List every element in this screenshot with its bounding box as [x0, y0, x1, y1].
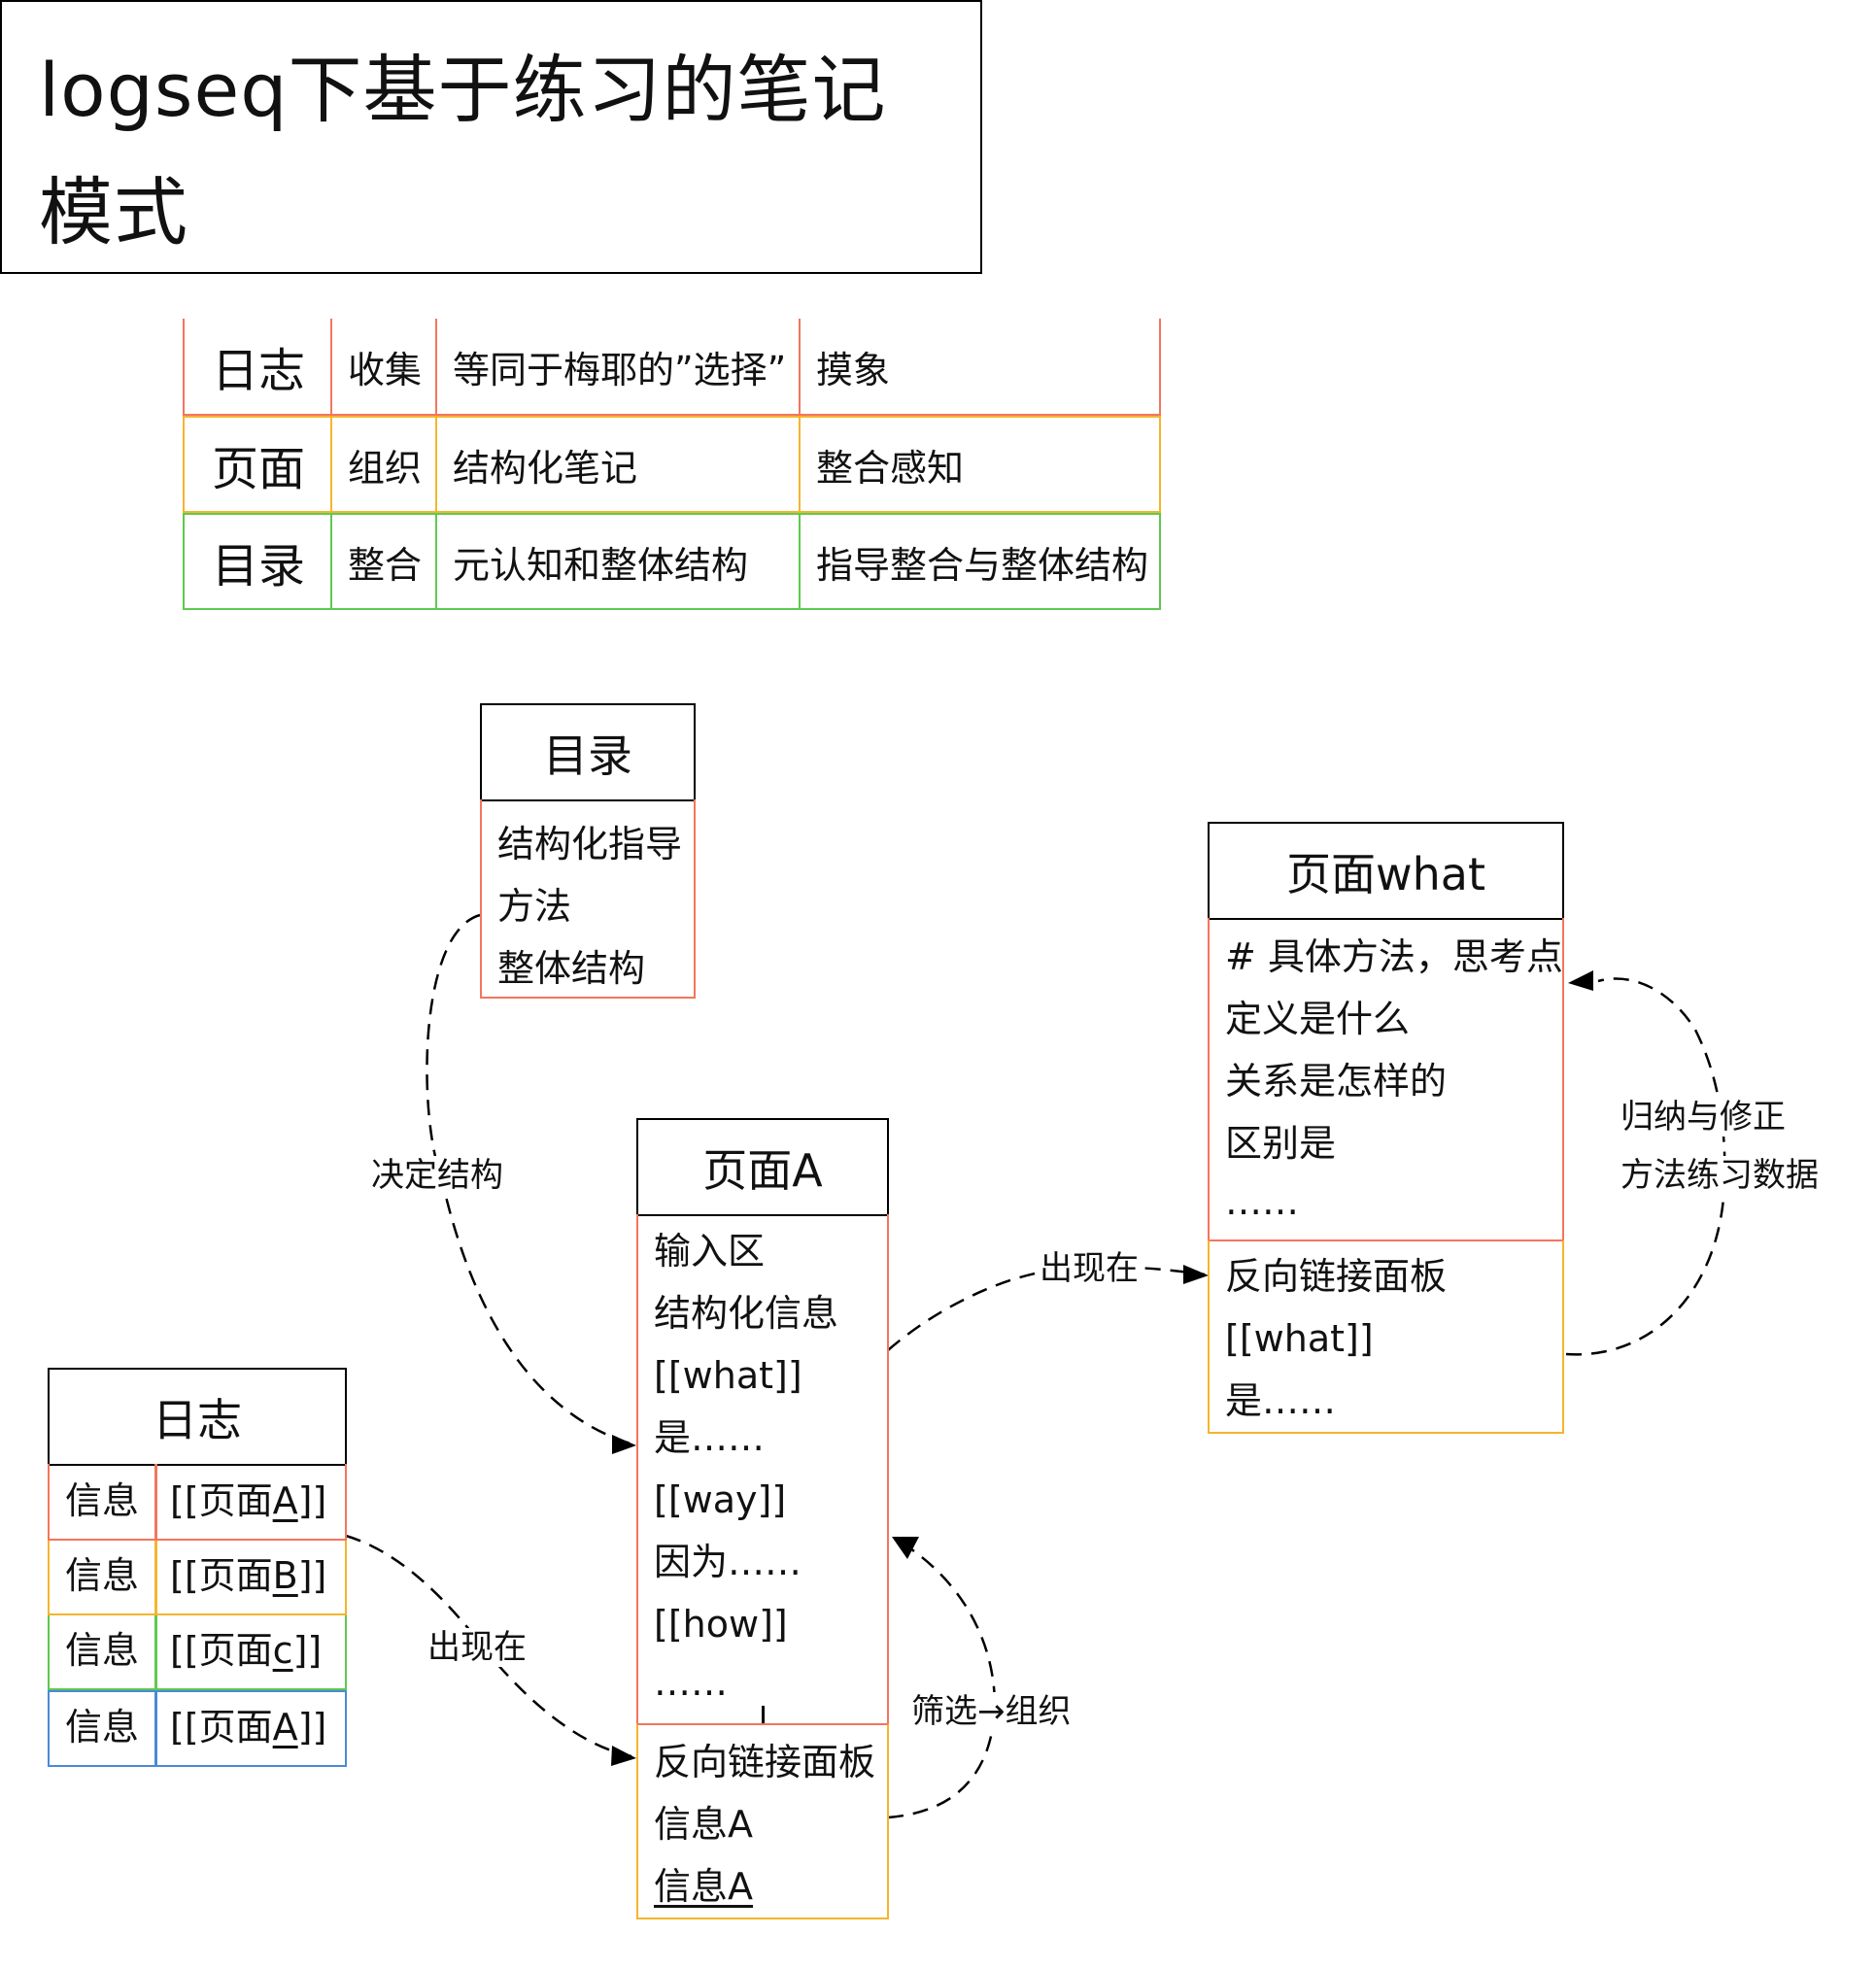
page-link[interactable]: A — [272, 1479, 298, 1522]
page-title: logseq下基于练习的笔记模式 — [39, 47, 887, 255]
summary-cell-name: 目录 — [185, 515, 332, 608]
divider — [154, 1464, 157, 1539]
what-backlinks: 反向链接面板 [[what]] 是…… — [1208, 1239, 1564, 1434]
page-link[interactable]: c — [272, 1629, 293, 1672]
link-suffix: ]] — [297, 1554, 327, 1597]
divider — [154, 1615, 157, 1688]
tick-mark — [762, 1706, 765, 1725]
toc-body: 结构化指导 方法 整体结构 — [480, 799, 696, 999]
summary-row-page: 页面 组织 结构化笔记 整合感知 — [183, 416, 1161, 513]
journal-row-key: 信息 — [65, 1479, 140, 1522]
journal-header: 日志 — [48, 1368, 347, 1466]
what-backlink-item: [[what]] — [1225, 1317, 1374, 1360]
link-suffix: ]] — [297, 1479, 327, 1522]
what-body: # 具体方法，思考点 定义是什么 关系是怎样的 区别是 …… — [1208, 918, 1564, 1241]
link-prefix: [[页面 — [170, 1554, 273, 1597]
summary-cell-name: 页面 — [185, 418, 332, 511]
divider — [154, 1541, 157, 1613]
summary-cell-name: 日志 — [185, 319, 332, 414]
page-a-backlinks: 反向链接面板 信息A 信息A — [636, 1723, 889, 1919]
page-a-backlink-title: 反向链接面板 — [654, 1741, 876, 1783]
journal-row: 信息 [[页面c]] — [48, 1615, 347, 1690]
page-a-line: 输入区 — [654, 1230, 766, 1273]
divider — [154, 1692, 157, 1765]
summary-cell-stage: 整合 — [332, 515, 437, 608]
page-link[interactable]: B — [272, 1554, 298, 1597]
summary-cell-role: 指导整合与整体结构 — [816, 543, 1149, 587]
what-line: 区别是 — [1225, 1122, 1337, 1165]
link-suffix: ]] — [297, 1706, 327, 1748]
toc-header: 目录 — [480, 703, 696, 801]
summary-row-toc: 目录 整合 元认知和整体结构 指导整合与整体结构 — [183, 513, 1161, 610]
what-backlink-title: 反向链接面板 — [1225, 1255, 1448, 1298]
journal-row: 信息 [[页面A]] — [48, 1690, 347, 1767]
page-a-backlink-item[interactable]: 信息A — [654, 1865, 753, 1908]
journal-row: 信息 [[页面A]] — [48, 1464, 347, 1541]
page-a-backlink-item: 信息A — [654, 1803, 753, 1846]
link-prefix: [[页面 — [170, 1706, 273, 1748]
toc-line: 整体结构 — [497, 947, 646, 990]
summary-cell-desc: 结构化笔记 — [437, 418, 801, 511]
page-a-header: 页面A — [636, 1118, 889, 1216]
toc-line: 结构化指导 — [497, 823, 683, 866]
journal-row-key: 信息 — [65, 1554, 140, 1597]
journal-row-key: 信息 — [65, 1706, 140, 1748]
edge-label-induce-2: 方法练习数据 — [1620, 1156, 1819, 1195]
page-a-line: …… — [654, 1661, 728, 1704]
link-prefix: [[页面 — [170, 1479, 273, 1522]
link-suffix: ]] — [292, 1629, 323, 1672]
link-prefix: [[页面 — [170, 1629, 273, 1672]
edge-appears-in-right — [887, 1266, 1206, 1351]
page-a-line: 因为…… — [654, 1541, 802, 1583]
edge-label-induce-1: 归纳与修正 — [1620, 1098, 1786, 1137]
what-line: …… — [1225, 1180, 1299, 1223]
journal-row-value: [[页面A]] — [170, 1470, 326, 1532]
what-line: # 具体方法，思考点 — [1225, 935, 1563, 978]
summary-cell-stage: 收集 — [332, 319, 437, 414]
edge-label-appears-in-left: 出现在 — [427, 1628, 527, 1667]
title-box: logseq下基于练习的笔记模式 — [0, 0, 982, 274]
journal-row-key: 信息 — [65, 1629, 140, 1672]
page-link[interactable]: A — [272, 1706, 298, 1748]
what-backlink-item: 是…… — [1225, 1379, 1337, 1422]
edge-label-decide-structure: 决定结构 — [371, 1156, 503, 1195]
page-a-line: 结构化信息 — [654, 1292, 839, 1335]
journal-row-value: [[页面c]] — [170, 1619, 322, 1681]
summary-cell-role: 整合感知 — [816, 446, 965, 490]
page-a-body: 输入区 结构化信息 [[what]] 是…… [[way]] 因为…… [[ho… — [636, 1214, 889, 1725]
summary-row-journal: 日志 收集 等同于梅耶的”选择” 摸象 — [183, 319, 1161, 416]
journal-row-value: [[页面B]] — [170, 1545, 326, 1607]
edge-label-filter-organize: 筛选→组织 — [911, 1692, 1072, 1731]
edge-label-appears-in-right: 出现在 — [1040, 1249, 1139, 1288]
edge-filter-organize — [887, 1545, 997, 1819]
page-a-line: [[how]] — [654, 1603, 788, 1646]
summary-cell-desc: 元认知和整体结构 — [437, 515, 801, 608]
toc-line: 方法 — [497, 885, 572, 928]
journal-row: 信息 [[页面B]] — [48, 1541, 347, 1615]
what-line: 定义是什么 — [1225, 998, 1411, 1040]
what-line: 关系是怎样的 — [1225, 1060, 1448, 1103]
summary-cell-desc: 等同于梅耶的”选择” — [437, 319, 801, 414]
summary-cell-stage: 组织 — [332, 418, 437, 511]
journal-row-value: [[页面A]] — [170, 1696, 326, 1758]
what-header: 页面what — [1208, 822, 1564, 920]
page-a-line: [[what]] — [654, 1354, 802, 1397]
summary-cell-role: 摸象 — [816, 348, 891, 391]
page-a-line: [[way]] — [654, 1478, 787, 1521]
page-a-line: 是…… — [654, 1416, 766, 1459]
